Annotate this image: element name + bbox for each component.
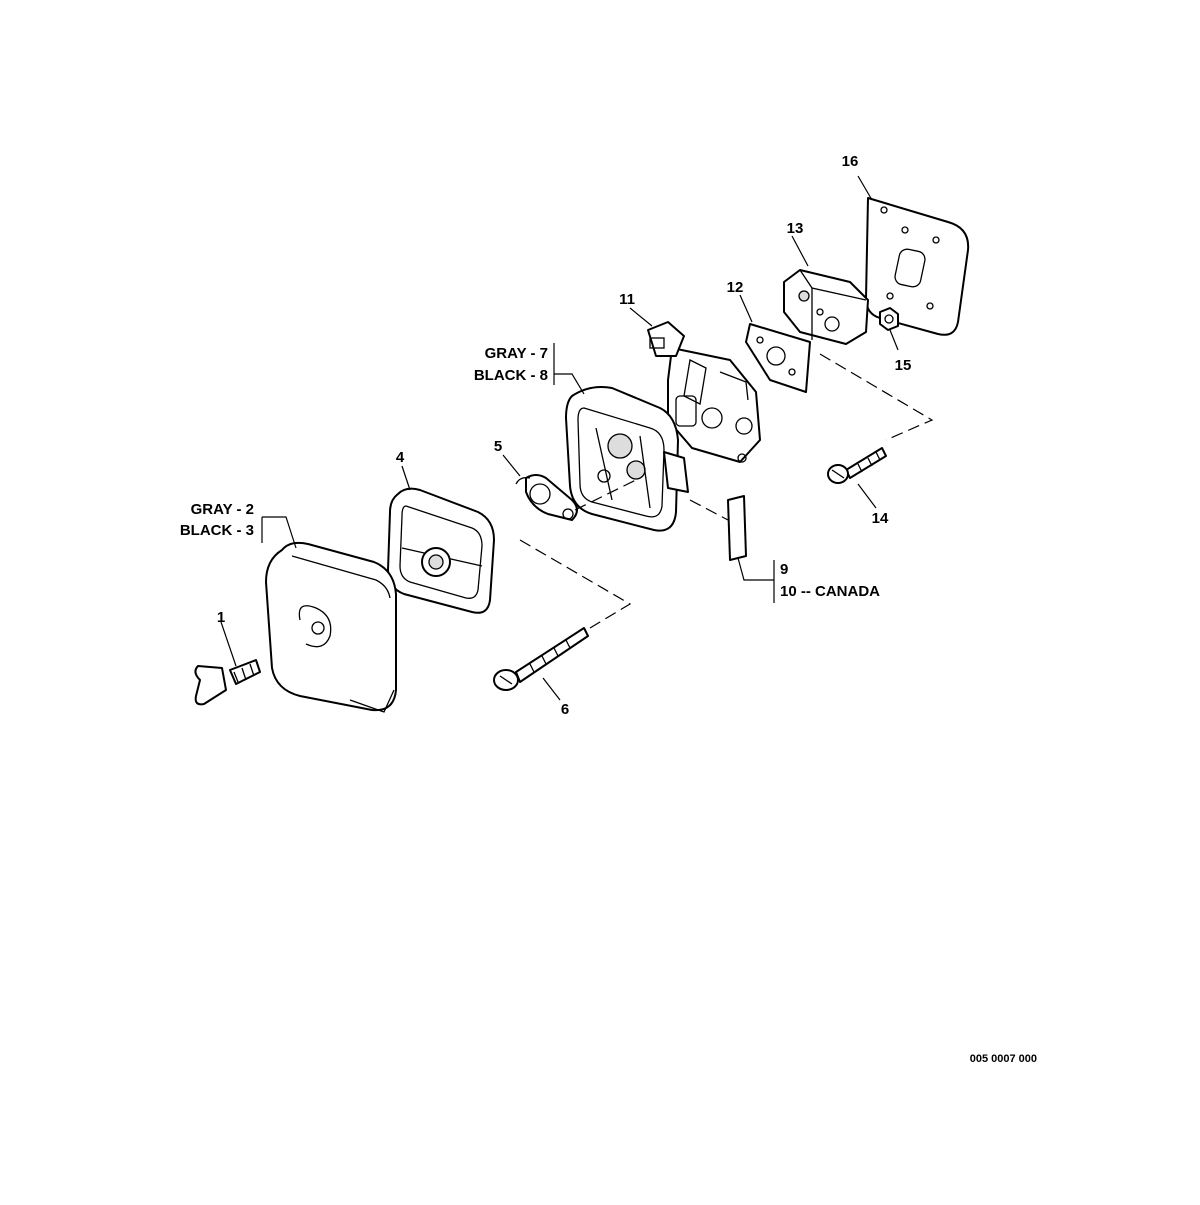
part-1-wing-bolt bbox=[194, 659, 261, 706]
part-12-gasket bbox=[745, 323, 811, 393]
part-14-bolt bbox=[827, 447, 887, 484]
part-7-8-air-case bbox=[565, 386, 689, 532]
assembly-lines bbox=[519, 353, 934, 629]
part-15-nut bbox=[879, 307, 899, 331]
callout-16: 16 bbox=[842, 153, 859, 170]
cover-variant-black: BLACK - 3 bbox=[180, 522, 254, 539]
callout-5: 5 bbox=[494, 438, 502, 455]
callout-6: 6 bbox=[561, 701, 569, 718]
leader-lines bbox=[220, 175, 899, 701]
part-6-long-bolt bbox=[493, 627, 589, 691]
callout-14: 14 bbox=[872, 510, 889, 527]
part-11-carburetor bbox=[647, 321, 761, 463]
part-2-3-cover bbox=[265, 541, 397, 713]
callout-4: 4 bbox=[396, 449, 405, 466]
part-4-filter bbox=[387, 487, 495, 614]
callout-11: 11 bbox=[619, 291, 635, 308]
label-part-9: 9 bbox=[780, 561, 788, 578]
drawing-number: 005 0007 000 bbox=[970, 1053, 1037, 1065]
part-13-insulator bbox=[783, 269, 869, 345]
callout-13: 13 bbox=[787, 220, 804, 237]
case-variant-gray: GRAY - 7 bbox=[485, 345, 548, 362]
part-16-gasket bbox=[865, 197, 970, 336]
case-variant-black: BLACK - 8 bbox=[474, 367, 548, 384]
label-part-10-canada: 10 -- CANADA bbox=[780, 583, 880, 600]
part-5-breather bbox=[515, 474, 578, 521]
callout-1: 1 bbox=[217, 609, 225, 626]
callout-12: 12 bbox=[727, 279, 744, 296]
callout-15: 15 bbox=[895, 357, 912, 374]
cover-variant-gray: GRAY - 2 bbox=[191, 501, 254, 518]
part-9-10-label bbox=[727, 495, 747, 561]
